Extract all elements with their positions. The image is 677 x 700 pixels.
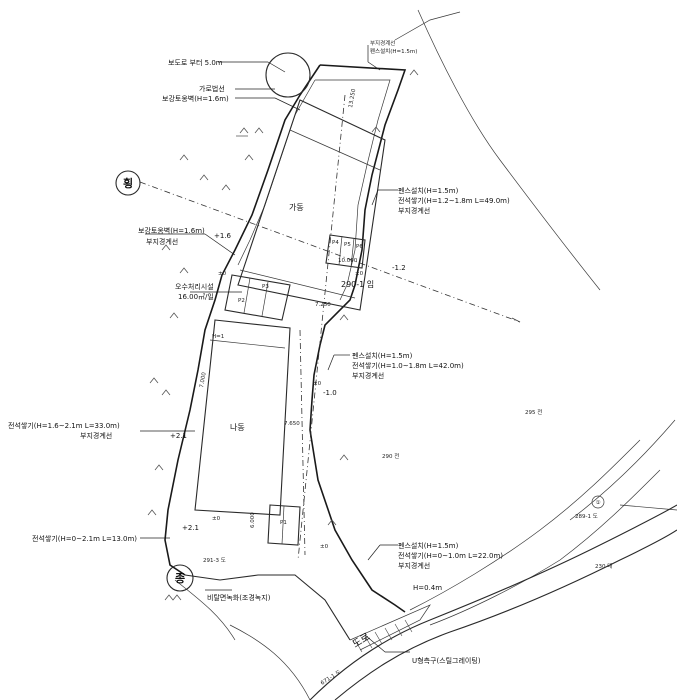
- label-lot-295: 295 전: [525, 408, 542, 416]
- label-retaining-wall-1: 보강토옹벽(H=1.6m): [162, 94, 229, 103]
- label-lot-main: 290-1 임: [341, 280, 374, 289]
- section-line-hoeng: [139, 181, 521, 323]
- label-left-wall: 전석쌓기(H=1.6~2.1m L=33.0m): [8, 421, 120, 430]
- label-building-ga: 가동: [289, 203, 304, 212]
- label-u-drain: U형측구(스틸그레이팅): [412, 656, 481, 665]
- label-plus-2-1b: +2.1: [182, 524, 199, 532]
- dim-13250: 13.250: [348, 88, 357, 108]
- label-left-boundary: 부지경계선: [146, 237, 178, 246]
- elev-zero-1: ±0: [218, 271, 227, 277]
- parking-p5: P5: [344, 242, 351, 248]
- label-bottom-boundary: 부지경계선: [398, 561, 430, 570]
- label-lot-671: 671-1 도: [319, 669, 342, 687]
- elev-zero-4: ±0: [212, 516, 221, 522]
- dim-7000: 7.000: [199, 371, 208, 388]
- label-right-fence-1: 펜스설치(H=1.5m): [398, 186, 459, 195]
- label-minus-1-2: -1.2: [392, 264, 406, 272]
- circle-jong-label: 종: [175, 572, 185, 585]
- circle-1-label: ①: [596, 500, 601, 506]
- label-top-boundary: 부지경계선: [370, 39, 395, 47]
- elev-zero-5: ±0: [320, 544, 329, 550]
- label-right-wall-1: 전석쌓기(H=1.2~1.8m L=49.0m): [398, 196, 510, 205]
- leader-lines: [140, 45, 410, 653]
- terrain-lines: [394, 9, 677, 626]
- label-parking-line: 가로법선: [199, 84, 225, 93]
- parking-upper: [325, 234, 366, 269]
- site-boundary: [164, 64, 407, 641]
- elev-zero-3: ±0: [313, 381, 322, 387]
- label-lot-230: 230 대: [595, 562, 612, 570]
- label-h-0-4: H=0.4m: [413, 584, 442, 592]
- label-plus-2-1: +2.1: [170, 432, 187, 440]
- parking-p6: P6: [356, 244, 363, 250]
- circle-1-marker: ①: [591, 495, 605, 509]
- road: [174, 504, 677, 700]
- label-right-boundary-1: 부지경계선: [398, 206, 430, 215]
- label-green-buffer: 비탈면녹화(조경녹지): [207, 593, 271, 602]
- circle-hoeng: 횡: [115, 170, 141, 196]
- dim-6000: 6.000: [250, 512, 256, 528]
- parking-p1: P1: [280, 520, 287, 526]
- label-road-clearance: 보도로 부터 5.0m: [168, 58, 223, 67]
- label-left-retaining: 보강토옹벽(H=1.6m): [138, 226, 205, 235]
- section-line-jong: [297, 94, 346, 561]
- label-road: 도로: [351, 631, 372, 650]
- label-bottom-left-wall: 전석쌓기(H=0~2.1m L=13.0m): [32, 534, 137, 543]
- label-right-wall-2: 전석쌓기(H=1.0~1.8m L=42.0m): [352, 361, 464, 370]
- slope-marks-left: [147, 69, 419, 601]
- parking-lower: [267, 504, 301, 546]
- circle-jong: 종: [166, 564, 194, 592]
- circle-hoeng-label: 횡: [123, 176, 133, 190]
- circle-top-marker: [265, 52, 311, 98]
- parking-p4: P4: [332, 240, 339, 246]
- building-na: [194, 319, 291, 516]
- label-lot-290: 290 전: [382, 452, 399, 460]
- label-lot-289: 289-1 도: [575, 513, 598, 520]
- label-right-fence-2: 펜스설치(H=1.5m): [352, 351, 413, 360]
- label-top-fence: 펜스설치(H=1.5m): [370, 47, 417, 55]
- label-bottom-wall: 전석쌓기(H=0~1.0m L=22.0m): [398, 551, 503, 560]
- label-sewage-title: 오수처리시설: [175, 282, 214, 291]
- label-plus-1-6: +1.6: [214, 232, 232, 240]
- parking-p3: P3: [262, 284, 269, 290]
- label-lot-291: 291-3 도: [203, 557, 226, 564]
- label-building-na: 나동: [230, 423, 245, 432]
- parking-p2: P2: [238, 298, 245, 304]
- label-bottom-fence: 펜스설치(H=1.5m): [398, 541, 459, 550]
- elev-zero-2: ±0: [355, 271, 364, 277]
- h1-marker: H=1: [212, 334, 224, 340]
- parking-mid: [224, 274, 291, 321]
- building-ga: [237, 99, 386, 311]
- label-left-boundary-2: 부지경계선: [80, 431, 112, 440]
- label-sewage-capacity: 16.00㎥/일: [178, 292, 214, 301]
- label-minus-1-0: -1.0: [323, 389, 337, 397]
- label-right-boundary-2: 부지경계선: [352, 371, 384, 380]
- dim-10000: 10.000: [338, 258, 358, 264]
- dim-7650: 7.650: [284, 421, 300, 427]
- dim-7250: 7.250: [315, 302, 331, 308]
